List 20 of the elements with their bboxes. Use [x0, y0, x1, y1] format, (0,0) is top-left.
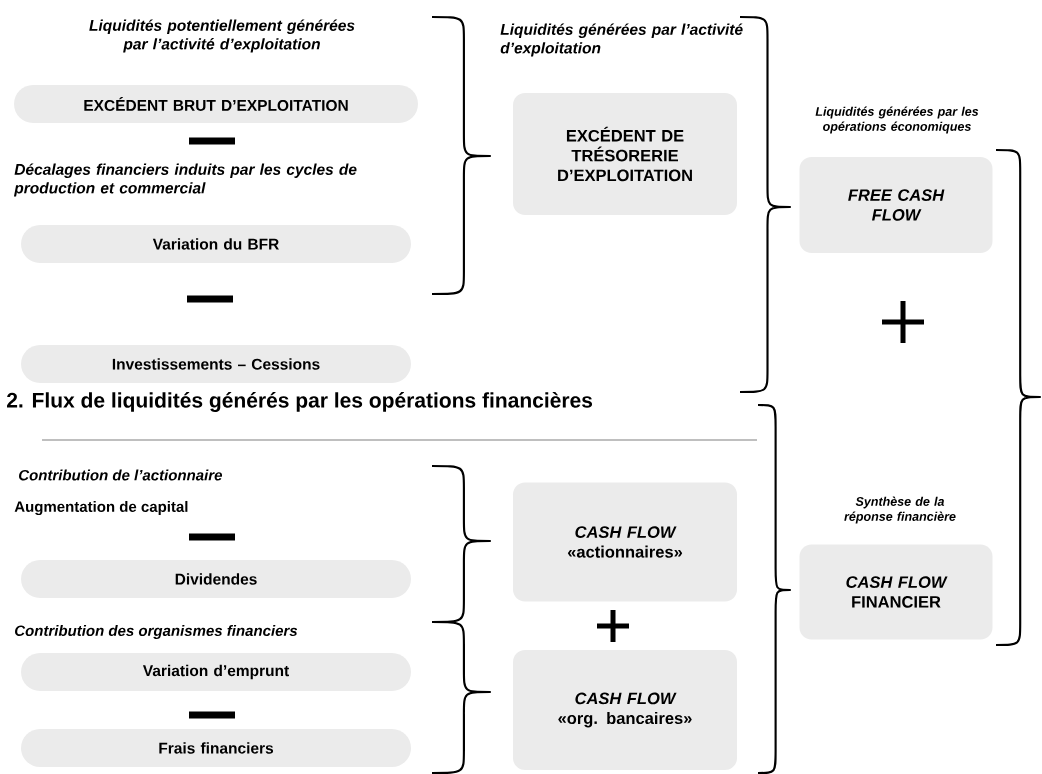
result-box: CASH FLOW «org. bancaires»: [513, 650, 737, 770]
item-pill: Dividendes: [21, 560, 411, 598]
item-pill: EXCÉDENT BRUT D’EXPLOITATION: [14, 85, 418, 123]
caption-text: Décalages financiers induits par les cycles de production et commercial: [13, 163, 357, 197]
item-pill: Frais financiers: [21, 729, 411, 767]
item-pill: Investissements – Cessions: [21, 345, 411, 383]
caption-text: Contribution des organismes financiers: [15, 625, 298, 639]
caption-text: Liquidités générées par l’activité d’exploitation: [500, 23, 743, 57]
result-box: CASH FLOW FINANCIER: [799, 544, 993, 640]
item-pill: Variation du BFR: [21, 225, 411, 263]
item-pill: Variation d’emprunt: [21, 653, 411, 691]
caption-text: Contribution de l’actionnaire: [19, 469, 223, 481]
result-box: FREE CASH FLOW: [799, 157, 993, 253]
result-box: EXCÉDENT DE TRÉSORERIE D’EXPLOITATION: [513, 93, 737, 215]
caption-text: Synthèse de la réponse financière: [844, 496, 956, 524]
caption-text: Liquidités potentiellement générées par l’activité d’exploitation: [89, 19, 355, 53]
item-text: Augmentation de capital: [14, 500, 188, 515]
section-heading: 2. Flux de liquidités générés par les opérations financières: [7, 392, 758, 441]
result-box: CASH FLOW «actionnaires»: [513, 482, 737, 602]
caption-text: Liquidités générées par les opérations économiques: [815, 106, 979, 134]
